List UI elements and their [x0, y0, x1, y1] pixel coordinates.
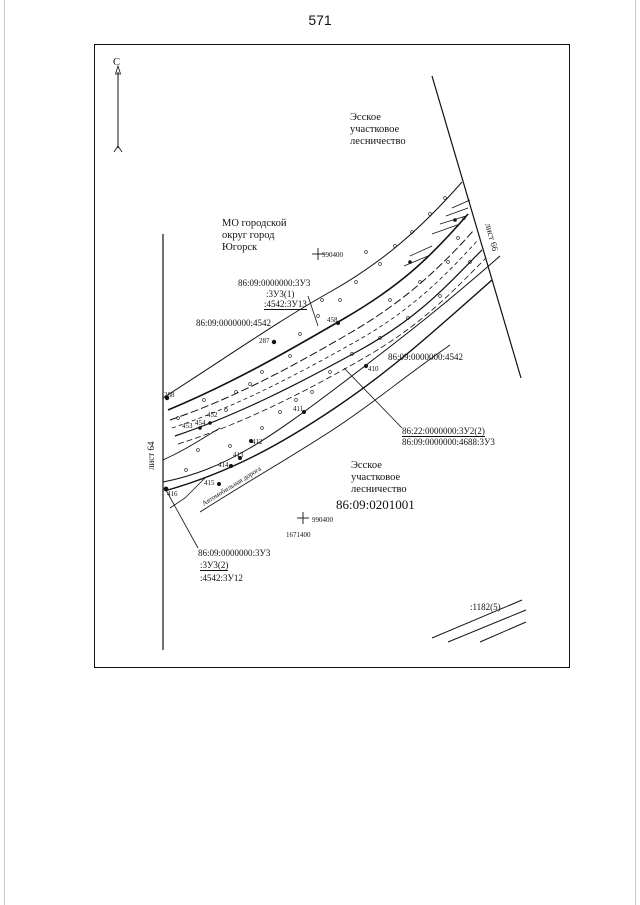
- point-414: 414: [218, 461, 229, 469]
- forest-top-line-1: Эсское: [350, 112, 381, 123]
- right-block-line-1: 86:22:0000000:3У2(2): [402, 426, 485, 437]
- right-block-line-2: 86:09:0000000:4688:3У3: [402, 437, 495, 447]
- municipal-line-2: округ город: [222, 230, 275, 241]
- point-453: 453: [182, 422, 193, 430]
- road-edge-1: [169, 229, 475, 421]
- sheet-boundary-right: [431, 75, 522, 379]
- point-413: 413: [233, 451, 244, 459]
- point-411: 411: [293, 405, 304, 413]
- point-454: 454: [195, 419, 206, 427]
- parcel-left: 86:09:0000000:4542: [196, 318, 272, 328]
- point-287: 287: [259, 337, 270, 345]
- point-458: 458: [327, 316, 338, 324]
- forest-bottom-line-2: участковое: [351, 472, 401, 483]
- forest-top-line-3: лесничество: [350, 136, 406, 147]
- map-frame: [94, 44, 570, 668]
- parcel-right: 86:09:0000000:4542: [388, 352, 464, 362]
- grid-cross-bottom: [297, 512, 309, 524]
- point-288: 288: [164, 391, 175, 399]
- corner-ref: :1182(5): [470, 602, 501, 612]
- parcel-line-upper: [167, 213, 469, 411]
- page-number: 571: [308, 12, 332, 28]
- road-edge-2: [171, 239, 479, 429]
- bottom-block-line-3: :4542:3У12: [200, 573, 243, 583]
- dense-hatching: [403, 199, 471, 267]
- grid-coord-top: 990400: [322, 251, 343, 259]
- top-block-line-1: 86:09:0000000:3У3: [238, 278, 311, 288]
- top-block-line-3: :4542:3У13: [264, 299, 307, 310]
- forest-bottom-line-3: лесничество: [351, 484, 407, 495]
- branch-line-2: [169, 477, 206, 509]
- point-415: 415: [204, 479, 215, 487]
- bottom-block-line-1: 86:09:0000000:3У3: [198, 548, 271, 558]
- road-centre: [174, 249, 483, 437]
- scan-edge-right: [635, 0, 636, 905]
- road-sign-line: [199, 344, 451, 513]
- leader-bottom-block: [165, 489, 199, 549]
- point-410: 410: [368, 365, 379, 373]
- scan-edge-left: [4, 0, 5, 905]
- leader-right-block: [343, 367, 403, 429]
- forest-top-line-2: участковое: [350, 124, 400, 135]
- forest-bottom-line-1: Эсское: [351, 460, 382, 471]
- point-412: 412: [252, 438, 263, 446]
- point-452: 452: [207, 411, 218, 419]
- north-arrow-icon: [113, 64, 123, 153]
- leader-top-block: [307, 295, 319, 327]
- corridor-boundary-upper: [162, 181, 463, 399]
- north-label: С: [113, 57, 121, 68]
- branch-line: [162, 427, 221, 461]
- road-edge-3: [177, 257, 487, 445]
- grid-cross-top: [312, 248, 324, 260]
- top-block-line-2: :3У3(1): [266, 289, 295, 299]
- boundary-points: [163, 218, 457, 492]
- municipal-line-1: МО городской: [222, 218, 287, 229]
- grid-coord-bottom-x: 990400: [312, 516, 333, 524]
- parcel-line-lower: [167, 279, 493, 491]
- sheet-ref-left: лист 64: [146, 441, 156, 471]
- cadastral-quarter: 86:09:0201001: [336, 497, 415, 512]
- corridor-boundary-lower: [162, 255, 501, 483]
- bottom-block-line-2: :3У3(2): [200, 560, 229, 571]
- municipal-line-3: Югорск: [222, 242, 258, 253]
- point-416: 416: [167, 490, 178, 498]
- grid-coord-bottom-y: 1671400: [286, 531, 311, 539]
